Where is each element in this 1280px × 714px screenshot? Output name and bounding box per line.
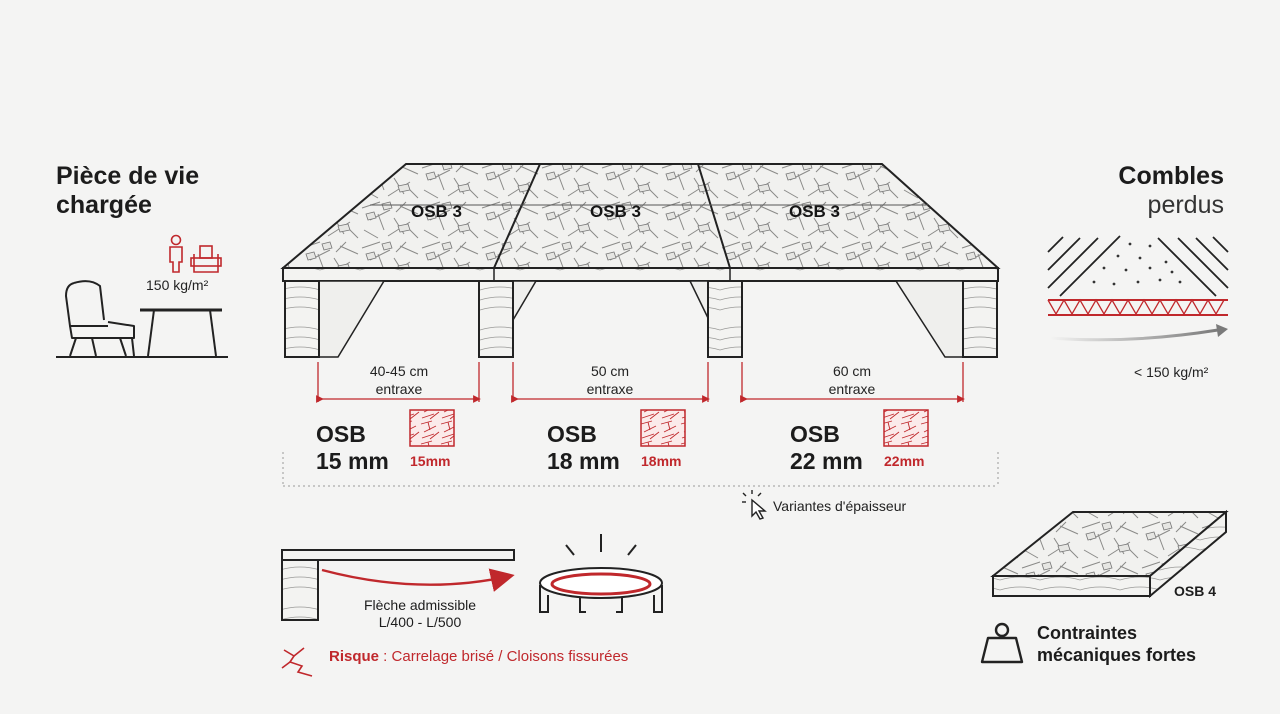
left-title-line1: Pièce de vie — [56, 162, 200, 190]
span-1-thickness: 15 mm — [316, 448, 389, 474]
crack-icon — [281, 647, 313, 677]
osb4-panel — [990, 509, 1229, 599]
span-2-thickness: 18 mm — [547, 448, 620, 474]
span-1-swatch-label: 15mm — [410, 453, 451, 469]
span-3-spacing-unit: entraxe — [828, 381, 876, 397]
left-title: Pièce de vie chargée — [56, 162, 199, 220]
attic-subtitle: perdus — [1147, 191, 1224, 219]
span-1-spacing-unit: entraxe — [375, 381, 423, 397]
osb4-constraint-line1: Contraintes — [1037, 623, 1138, 643]
risk-text: : Carrelage brisé / Cloisons fissurées — [379, 648, 629, 665]
person-sofa-icon — [169, 234, 222, 273]
span-2-osb: OSB 18 mm — [547, 421, 620, 475]
panel-label-2: OSB 3 — [590, 202, 642, 221]
joists — [284, 280, 998, 358]
span-3-spacing: 60 cm entraxe — [792, 362, 912, 398]
thickness-swatches — [409, 409, 929, 447]
risk-label: Risque — [329, 648, 380, 665]
attic-load: < 150 kg/m² — [1134, 364, 1209, 380]
weight-icon — [980, 622, 1024, 664]
cursor-icon — [742, 490, 767, 520]
span-1-spacing-value: 40-45 cm — [369, 363, 429, 379]
risk-note: Risque : Carrelage brisé / Cloisons fiss… — [329, 648, 628, 665]
span-3-swatch-label: 22mm — [884, 453, 925, 469]
panel-label-3: OSB 3 — [789, 202, 841, 221]
span-1-spacing: 40-45 cm entraxe — [339, 362, 459, 398]
span-2-osb-name: OSB — [547, 421, 597, 447]
deflection-label: Flèche admissible L/400 - L/500 — [345, 597, 495, 631]
spacing-dimensions — [316, 362, 965, 403]
span-1-osb: OSB 15 mm — [316, 421, 389, 475]
osb4-constraint-line2: mécaniques fortes — [1037, 645, 1197, 665]
attic-title: Combles — [1118, 162, 1224, 190]
span-3-thickness: 22 mm — [790, 448, 863, 474]
span-3-osb: OSB 22 mm — [790, 421, 863, 475]
furniture-illustration — [56, 280, 228, 358]
span-2-swatch-label: 18mm — [641, 453, 682, 469]
variants-label: Variantes d'épaisseur — [773, 498, 907, 514]
span-2-spacing-value: 50 cm — [590, 363, 630, 379]
span-1-osb-name: OSB — [316, 421, 366, 447]
panel-label-1: OSB 3 — [411, 202, 463, 221]
left-title-line2: chargée — [56, 191, 152, 219]
attic-insulation-icon — [1047, 235, 1229, 342]
deflection-line1: Flèche admissible — [363, 597, 477, 613]
span-3-spacing-value: 60 cm — [832, 363, 872, 379]
variants-outline — [282, 452, 999, 487]
deflection-diagram — [281, 549, 515, 621]
right-title: Combles perdus — [1118, 162, 1224, 220]
osb4-label: OSB 4 — [1174, 583, 1217, 599]
trampoline-icon — [539, 534, 663, 613]
living-room-load: 150 kg/m² — [146, 277, 209, 293]
span-3-osb-name: OSB — [790, 421, 840, 447]
osb4-constraint: Contraintes mécaniques fortes — [1037, 622, 1196, 666]
deflection-line2: L/400 - L/500 — [378, 614, 462, 630]
floor-deck — [280, 163, 1001, 282]
span-2-spacing: 50 cm entraxe — [550, 362, 670, 398]
span-2-spacing-unit: entraxe — [586, 381, 634, 397]
